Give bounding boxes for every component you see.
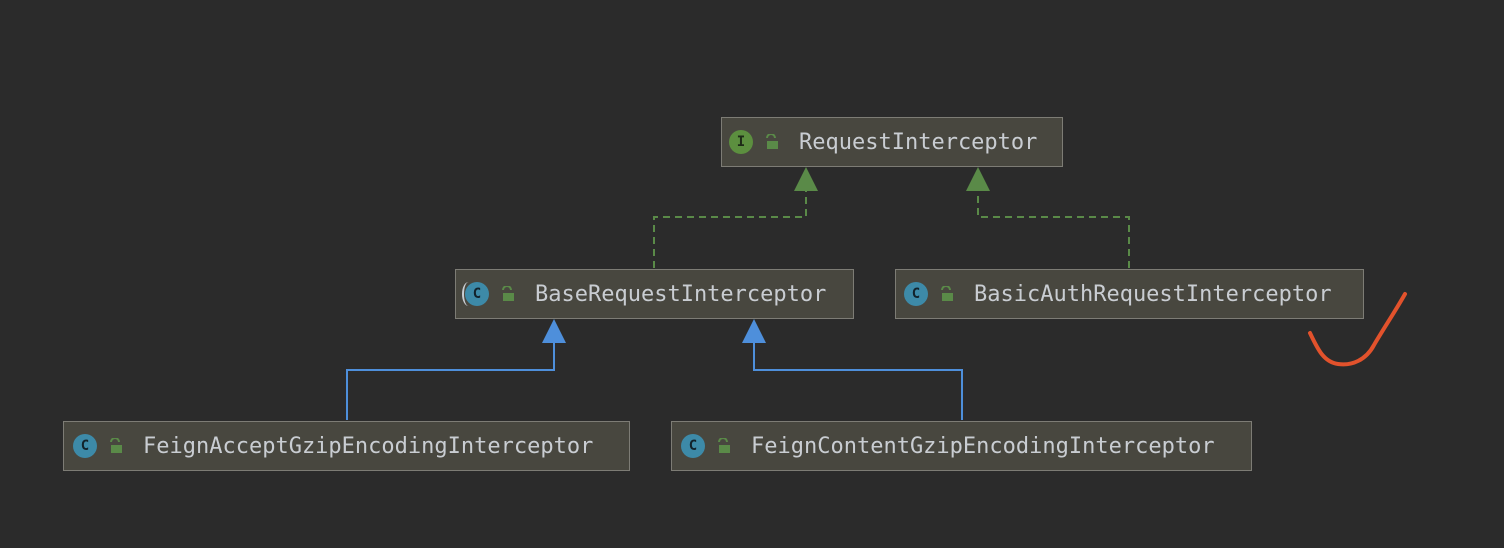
open-lock-icon xyxy=(763,134,779,150)
edge-basicauth-implements-request xyxy=(977,190,1130,268)
node-label: FeignAcceptGzipEncodingInterceptor xyxy=(143,433,594,459)
class-icon: C xyxy=(904,282,928,306)
node-feign-accept-gzip-encoding-interceptor[interactable]: C FeignAcceptGzipEncodingInterceptor xyxy=(63,421,630,471)
node-label: FeignContentGzipEncodingInterceptor xyxy=(751,433,1215,459)
node-label: BasicAuthRequestInterceptor xyxy=(974,281,1332,307)
implements-arrowhead xyxy=(794,167,818,191)
edge-contentgzip-extends-base xyxy=(753,342,963,420)
open-lock-icon xyxy=(107,438,123,454)
interface-icon: I xyxy=(729,130,753,154)
open-lock-icon xyxy=(938,286,954,302)
class-icon: C xyxy=(73,434,97,458)
class-icon: C xyxy=(681,434,705,458)
node-request-interceptor[interactable]: I RequestInterceptor xyxy=(721,117,1063,167)
extends-arrowhead xyxy=(542,319,566,343)
edge-base-implements-request xyxy=(653,190,807,268)
node-base-request-interceptor[interactable]: C BaseRequestInterceptor xyxy=(455,269,854,319)
extends-arrowhead xyxy=(742,319,766,343)
node-basic-auth-request-interceptor[interactable]: C BasicAuthRequestInterceptor xyxy=(895,269,1364,319)
open-lock-icon xyxy=(715,438,731,454)
abstract-class-icon: C xyxy=(462,282,489,306)
edge-acceptgzip-extends-base xyxy=(346,342,555,420)
node-label: BaseRequestInterceptor xyxy=(535,281,827,307)
node-feign-content-gzip-encoding-interceptor[interactable]: C FeignContentGzipEncodingInterceptor xyxy=(671,421,1252,471)
open-lock-icon xyxy=(499,286,515,302)
implements-arrowhead xyxy=(966,167,990,191)
node-label: RequestInterceptor xyxy=(799,129,1038,155)
checkmark-annotation xyxy=(1308,292,1407,367)
